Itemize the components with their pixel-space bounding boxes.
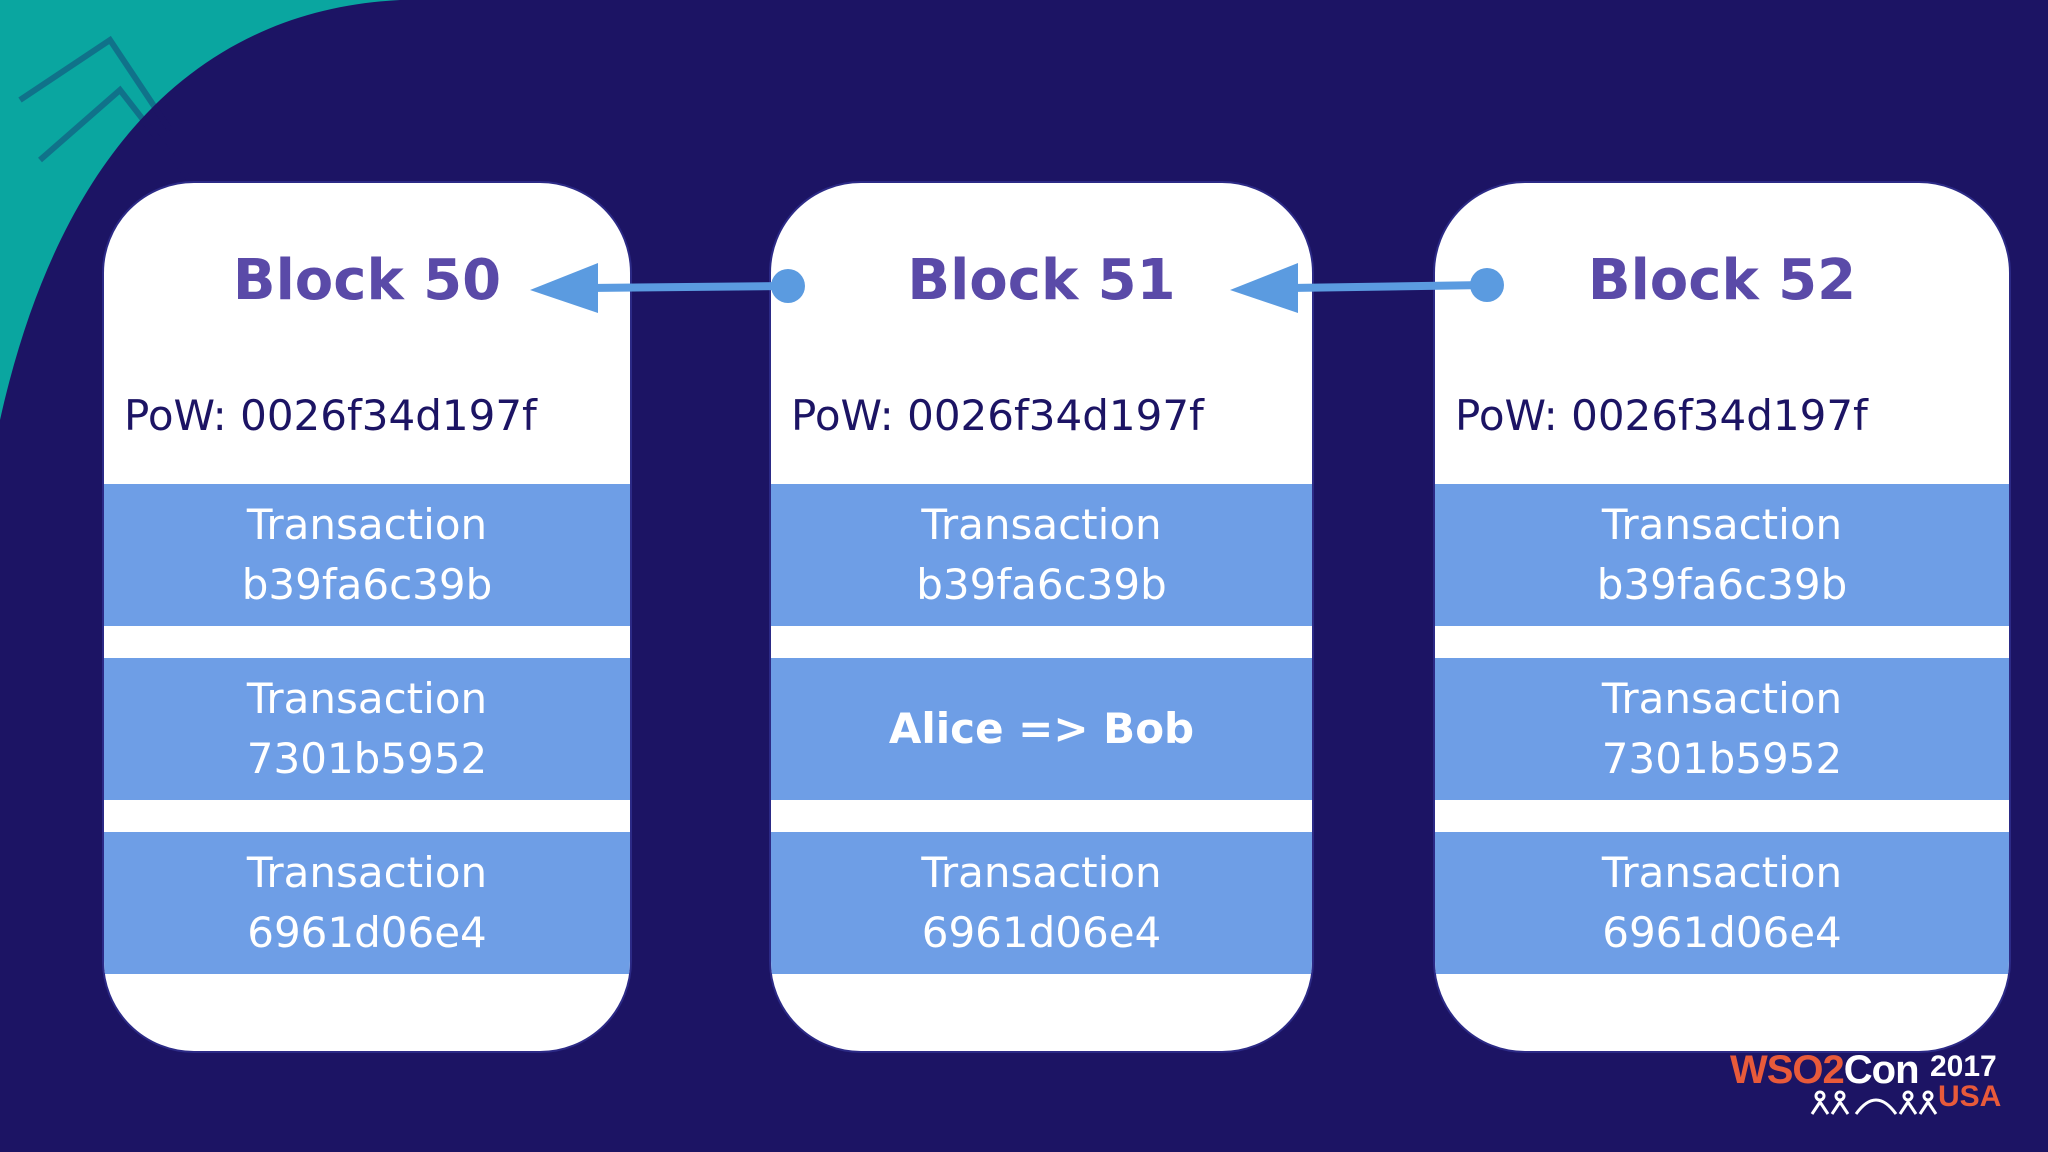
conference-logo: WSO2Con 2017 USA: [1730, 1050, 2010, 1122]
logo-year: 2017: [1930, 1050, 1997, 1083]
transaction-id: 7301b5952: [1601, 734, 1843, 783]
logo-brand: WSO2: [1730, 1048, 1845, 1092]
transaction-label: Transaction: [921, 500, 1162, 549]
transaction-row: Transaction 6961d06e4: [771, 832, 1312, 974]
logo-location: USA: [1938, 1080, 2002, 1113]
transaction-row-highlight: Alice => Bob: [771, 658, 1312, 800]
corner-pattern: [18, 35, 193, 182]
transaction-row: Transaction b39fa6c39b: [1435, 484, 2009, 626]
transaction-label: Alice => Bob: [888, 704, 1195, 753]
transaction-id: 6961d06e4: [921, 908, 1162, 957]
people-icon: [1810, 1090, 1938, 1115]
pow-hash: PoW: 0026f34d197f: [1455, 391, 1868, 440]
pow-hash: PoW: 0026f34d197f: [124, 391, 537, 440]
block-52: Block 52 PoW: 0026f34d197f Transaction b…: [1433, 181, 2011, 1053]
logo-suffix: Con: [1843, 1048, 1920, 1092]
block-51: Block 51 PoW: 0026f34d197f Transaction b…: [769, 181, 1314, 1053]
transaction-id: b39fa6c39b: [241, 560, 493, 609]
transaction-row: Transaction 7301b5952: [104, 658, 630, 800]
transaction-label: Transaction: [1601, 674, 1843, 723]
transaction-label: Transaction: [1601, 500, 1843, 549]
block-title: Block 52: [1587, 248, 1857, 313]
transaction-label: Transaction: [921, 848, 1162, 897]
transaction-label: Transaction: [246, 674, 488, 723]
transaction-row: Transaction b39fa6c39b: [771, 484, 1312, 626]
teal-corner-shape: [0, 0, 400, 420]
transaction-label: Transaction: [246, 848, 488, 897]
transaction-id: 6961d06e4: [1602, 908, 1842, 957]
block-title: Block 50: [232, 248, 502, 313]
transaction-row: Transaction b39fa6c39b: [104, 484, 630, 626]
transaction-id: 7301b5952: [246, 734, 488, 783]
block-50: Block 50 PoW: 0026f34d197f Transaction b…: [102, 181, 632, 1053]
pow-hash: PoW: 0026f34d197f: [791, 391, 1204, 440]
transaction-row: Transaction 6961d06e4: [1435, 832, 2009, 974]
transaction-row: Transaction 7301b5952: [1435, 658, 2009, 800]
transaction-id: 6961d06e4: [247, 908, 487, 957]
transaction-label: Transaction: [246, 500, 488, 549]
transaction-id: b39fa6c39b: [916, 560, 1167, 609]
transaction-row: Transaction 6961d06e4: [104, 832, 630, 974]
transaction-label: Transaction: [1601, 848, 1843, 897]
logo-wordmark: WSO2Con: [1730, 1048, 1920, 1092]
transaction-id: b39fa6c39b: [1596, 560, 1848, 609]
block-title: Block 51: [907, 248, 1176, 313]
